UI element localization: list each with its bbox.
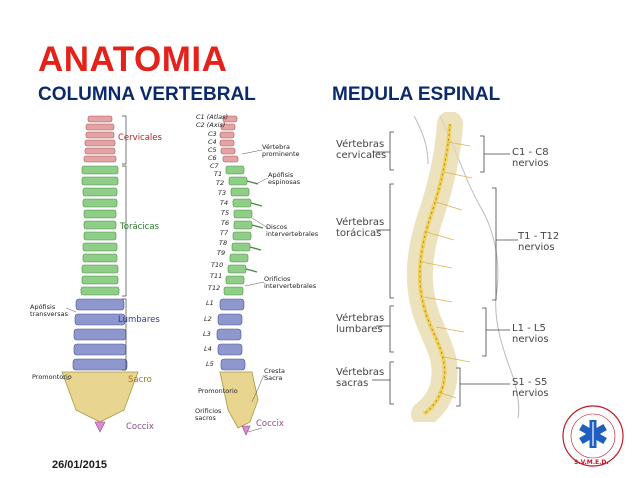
label-orificios-intervertebrales: Orificios intervertebrales (264, 275, 317, 290)
label-c1-c8-nervios: C1 - C8 nervios (512, 147, 549, 169)
label-l3: L3 (203, 330, 211, 338)
label-t6: T6 (221, 219, 230, 227)
side-spine (216, 115, 264, 436)
label-l5: L5 (206, 360, 214, 368)
label-t3: T3 (218, 189, 227, 197)
star-of-life-icon (562, 405, 624, 467)
label-s1-s5-nervios: S1 - S5 nervios (512, 377, 549, 399)
label-l1-l5-nervios: L1 - L5 nervios (512, 323, 549, 345)
label-t1-t12-nervios: T1 - T12 nervios (518, 231, 560, 253)
label-c6: C6 (208, 154, 217, 162)
label-t5: T5 (221, 209, 230, 217)
subtitle-vertebral-column: COLUMNA VERTEBRAL (38, 84, 256, 105)
label-promontorio-front: Promontorio (32, 373, 72, 381)
svmed-logo: S.V.M.E.D. (560, 404, 626, 472)
label-discos-intervertebrales: Discos intervertebrales (266, 223, 319, 238)
label-apofisis-espinosas: Apófisis espinosas (268, 171, 301, 186)
label-c4: C4 (208, 138, 217, 146)
label-cresta-sacra: Cresta Sacra (264, 367, 285, 382)
label-c5: C5 (208, 146, 217, 154)
label-t8: T8 (219, 239, 228, 247)
vertebral-column-illustration (61, 115, 269, 436)
label-t7: T7 (220, 229, 229, 237)
vertebral-column-figure: Cervicales Torácicas Lumbares Sacro Cocc… (30, 110, 330, 440)
front-spine (61, 115, 139, 433)
label-toracicas: Torácicas (120, 222, 159, 232)
label-t12: T12 (208, 284, 221, 292)
label-t10: T10 (211, 261, 224, 269)
label-vertebras-lumbares: Vértebras lumbares (336, 313, 385, 335)
label-l4: L4 (204, 345, 212, 353)
spinal-cord-illustration (372, 111, 520, 427)
slide-title: ANATOMIA (38, 40, 228, 79)
label-vertebra-prominente: Vértebra prominente (262, 143, 300, 158)
label-l2: L2 (204, 315, 212, 323)
label-c7: C7 (210, 162, 219, 170)
label-t1: T1 (214, 170, 223, 178)
logo-acronym: S.V.M.E.D. (574, 459, 609, 466)
spinal-cord-figure: Vértebras cervicales Vértebras torácicas… (332, 111, 564, 427)
label-t2: T2 (216, 179, 225, 187)
label-t4: T4 (220, 199, 229, 207)
label-c3: C3 (208, 130, 217, 138)
subtitle-spinal-cord: MEDULA ESPINAL (332, 84, 501, 105)
label-cervicales: Cervicales (118, 133, 162, 143)
label-coccix: Coccix (126, 422, 154, 432)
label-t11: T11 (210, 272, 223, 280)
label-sacro: Sacro (128, 375, 152, 385)
label-lumbares: Lumbares (118, 315, 160, 325)
label-apofisis-transversas: Apófisis transversas (30, 303, 68, 318)
label-orificios-sacros: Orificios sacros (195, 407, 222, 422)
label-promontorio-side: Promontorio (198, 387, 238, 395)
label-vertebras-sacras: Vértebras sacras (336, 367, 385, 389)
label-vertebras-toracicas: Vértebras torácicas (336, 217, 385, 239)
label-c1: C1 (Atlas) (196, 113, 228, 121)
label-t9: T9 (217, 249, 226, 257)
label-l1: L1 (206, 299, 214, 307)
label-vertebras-cervicales: Vértebras cervicales (336, 139, 387, 161)
label-coccix-side: Coccix (256, 419, 284, 429)
slide-date: 26/01/2015 (52, 459, 108, 471)
label-c2: C2 (Axis) (196, 121, 226, 129)
